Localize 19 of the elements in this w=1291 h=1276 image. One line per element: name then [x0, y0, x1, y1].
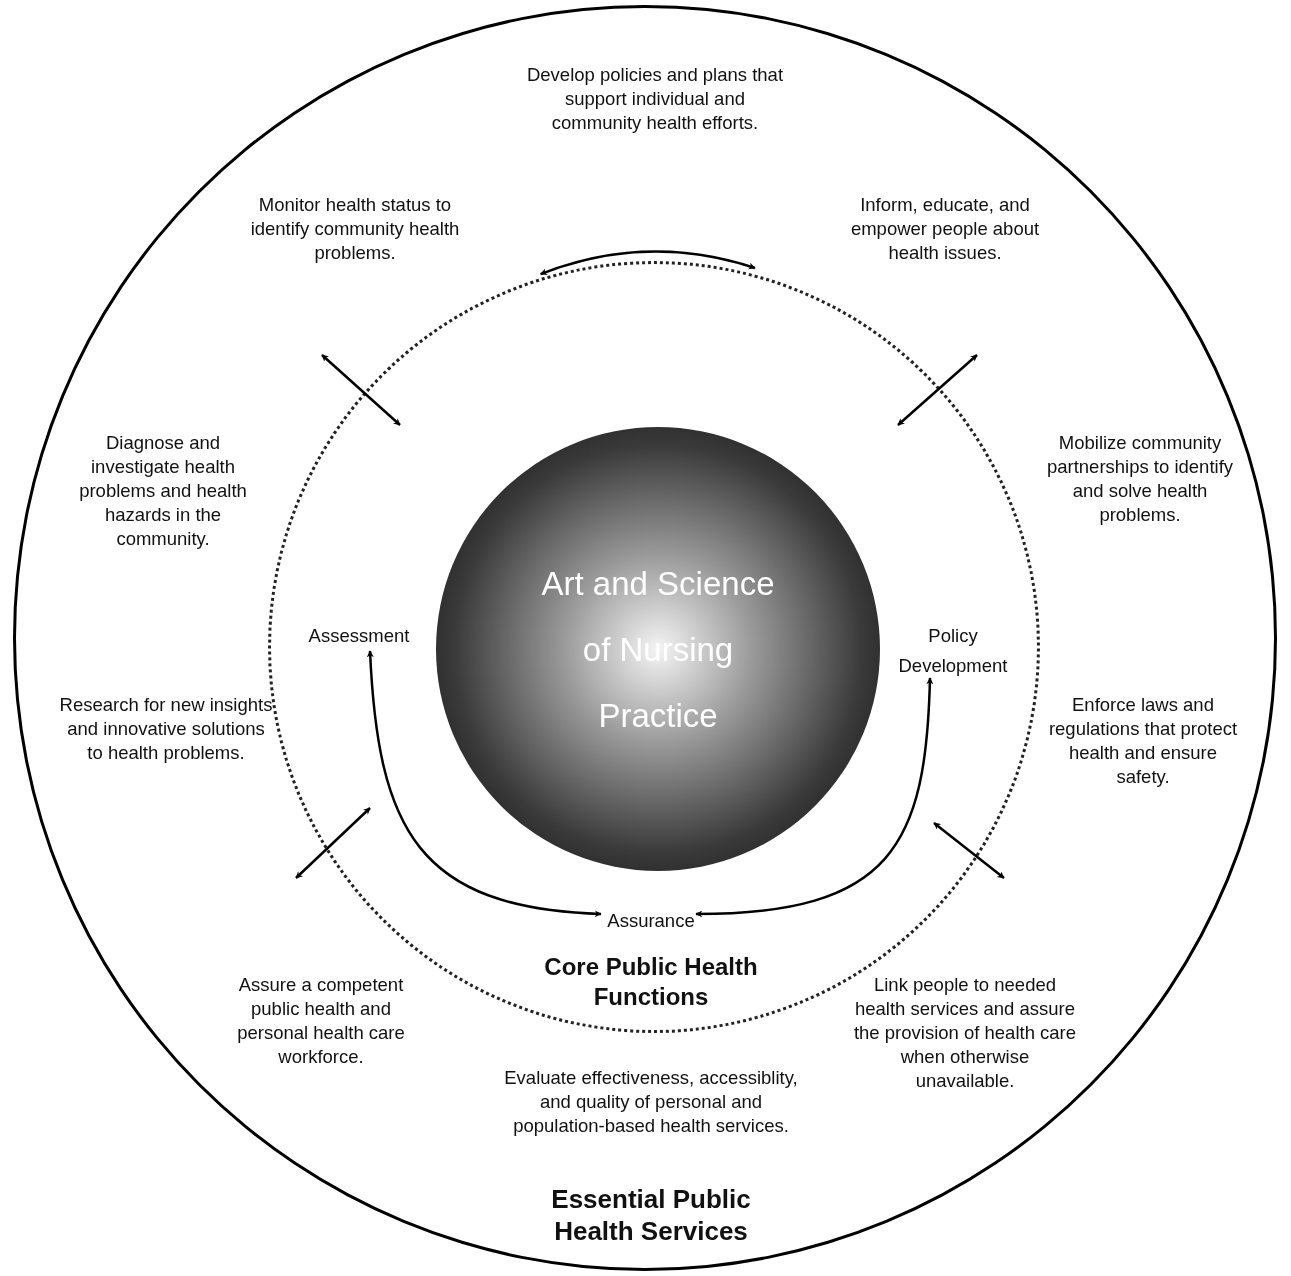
double-arrow: [539, 250, 756, 276]
circle-heading: Essential Public Health Services: [550, 1183, 752, 1247]
service-text: Research for new insights and innovative solutions to health problems.: [58, 693, 274, 765]
service-text: Enforce laws and regulations that protect health and ensure safety.: [1048, 693, 1238, 789]
service-text: Monitor health status to identify community health problems.: [245, 193, 465, 265]
circle-heading: Core Public Health Functions: [543, 952, 759, 1012]
service-text: Inform, educate, and empower people about health issues.: [835, 193, 1055, 265]
service-text: Develop policies and plans that support individual and community health efforts.: [520, 63, 790, 135]
service-text: Mobilize community partnerships to identify and solve health problems.: [1040, 431, 1240, 527]
service-text: Diagnose and investigate health problems and health hazards in the community.: [63, 431, 263, 551]
service-text: Link people to needed health services and assure the provision of health care when otherwise unavailable.: [852, 973, 1078, 1093]
function-label: Policy Development: [893, 621, 1013, 681]
function-label: Assessment: [299, 621, 419, 651]
double-arrow: [366, 650, 602, 918]
service-text: Evaluate effectiveness, accessiblity, and quality of personal and population-based health services.: [496, 1066, 806, 1138]
outer-circle: [13, 5, 1277, 1271]
function-label: Assurance: [601, 906, 701, 936]
service-text: Assure a competent public health and personal health care workforce.: [221, 973, 421, 1069]
double-arrow: [695, 677, 934, 918]
